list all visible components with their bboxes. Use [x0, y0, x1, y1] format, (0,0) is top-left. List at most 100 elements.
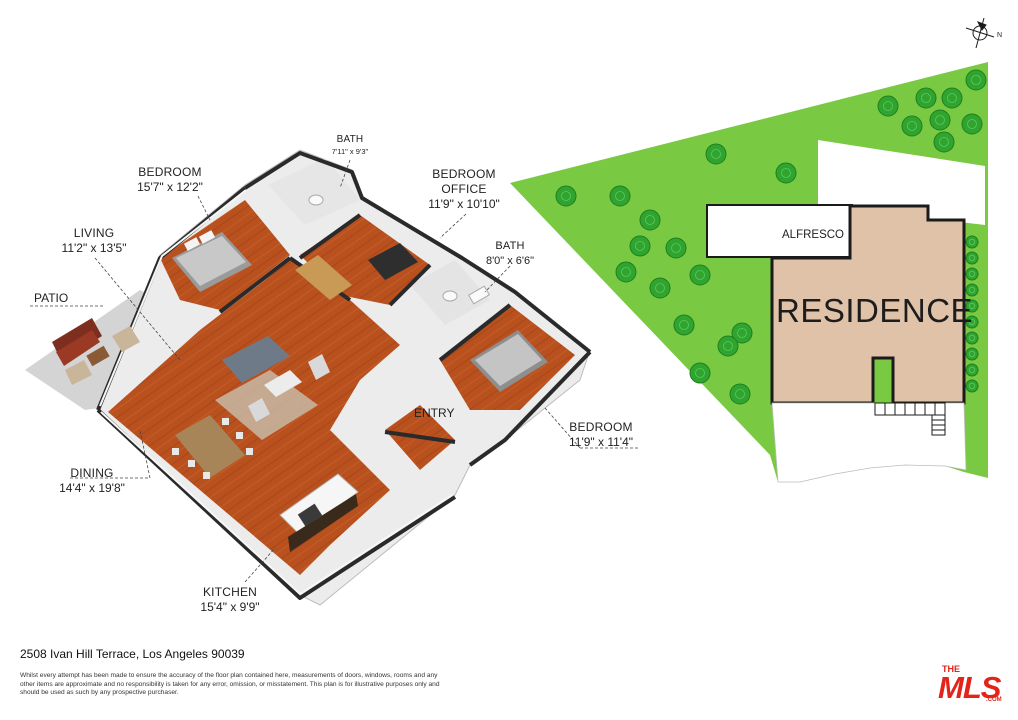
- tree-23-detail: [968, 238, 976, 246]
- tree-28: [965, 315, 979, 329]
- tree-19-detail: [737, 328, 747, 338]
- room-label-kitchen: KITCHEN 15'4" x 9'9": [200, 585, 260, 614]
- room-label-entry: ENTRY: [414, 406, 455, 420]
- mls-logo: THE MLS .COM: [936, 664, 1012, 708]
- tree-18: [673, 314, 695, 336]
- tree-23: [965, 235, 979, 249]
- tree-10-detail: [561, 191, 571, 201]
- tree-29-detail: [968, 334, 976, 342]
- entry-stairs: [874, 402, 946, 436]
- disclaimer-text: Whilst every attempt has been made to en…: [20, 672, 440, 697]
- alfresco-label: ALFRESCO: [782, 229, 844, 241]
- tree-19: [731, 322, 753, 344]
- tree-7: [933, 131, 955, 153]
- tree-5-detail: [935, 115, 945, 125]
- tree-17: [649, 277, 671, 299]
- tree-0-detail: [971, 75, 981, 85]
- tree-7-detail: [939, 137, 949, 147]
- office-desk: [295, 243, 418, 300]
- tree-31-detail: [968, 366, 976, 374]
- tree-30-detail: [968, 350, 976, 358]
- tree-9: [775, 162, 797, 184]
- tree-30: [965, 347, 979, 361]
- kitchen-island: [279, 473, 359, 552]
- trees: [555, 69, 987, 405]
- tree-11-detail: [615, 191, 625, 201]
- tree-15-detail: [695, 270, 705, 280]
- room-label-bedroom-office: BEDROOM OFFICE 11'9" x 10'10": [428, 167, 500, 211]
- front-yard: [771, 402, 967, 483]
- tree-12-detail: [645, 215, 655, 225]
- mls-logo-the: THE: [942, 664, 960, 674]
- tree-15: [689, 264, 711, 286]
- tree-2: [915, 87, 937, 109]
- tree-24: [965, 251, 979, 265]
- room-label-living: LIVING 11'2" x 13'5": [61, 226, 127, 255]
- tree-11: [609, 185, 631, 207]
- tree-16: [615, 261, 637, 283]
- mls-logo-com: .COM: [986, 697, 1002, 703]
- tree-8-detail: [711, 149, 721, 159]
- tree-1: [941, 87, 963, 109]
- room-label-bedroom-2: BEDROOM 11'9" x 11'4": [568, 420, 634, 449]
- tree-32: [965, 379, 979, 393]
- room-label-patio: PATIO: [34, 291, 69, 305]
- tree-14: [629, 235, 651, 257]
- tree-16-detail: [621, 267, 631, 277]
- residence-label: RESIDENCE: [776, 292, 974, 329]
- living-furniture: [215, 336, 330, 440]
- tree-26-detail: [968, 286, 976, 294]
- tree-28-detail: [968, 318, 976, 326]
- property-address: 2508 Ivan Hill Terrace, Los Angeles 9003…: [20, 647, 245, 661]
- tree-27-detail: [968, 302, 976, 310]
- wall-tops: [99, 189, 453, 596]
- bath-1-floor: [268, 158, 360, 225]
- tree-2-detail: [921, 93, 931, 103]
- tree-25-detail: [968, 270, 976, 278]
- room-label-dining: DINING 14'4" x 19'8": [59, 466, 125, 495]
- room-label-bedroom-1: BEDROOM 15'7" x 12'2": [137, 165, 203, 194]
- tree-22-detail: [735, 389, 745, 399]
- tree-4: [901, 115, 923, 137]
- tree-22: [729, 383, 751, 405]
- room-label-bath-2: BATH 8'0" x 6'6": [485, 240, 535, 267]
- tree-18-detail: [679, 320, 689, 330]
- tree-20-detail: [723, 341, 733, 351]
- mls-logo-mls: MLS: [938, 670, 1001, 705]
- tree-1-detail: [947, 93, 957, 103]
- tree-27: [965, 299, 979, 313]
- tree-31: [965, 363, 979, 377]
- north-label: N: [997, 32, 1003, 39]
- bath-fixtures: [308, 194, 490, 305]
- tree-21: [689, 362, 711, 384]
- tree-20: [717, 335, 739, 357]
- tree-12: [639, 209, 661, 231]
- tree-4-detail: [907, 121, 917, 131]
- tree-0: [965, 69, 987, 91]
- label-leaders: [30, 159, 640, 583]
- tree-6: [961, 113, 983, 135]
- tree-3-detail: [883, 101, 893, 111]
- dining-table: [172, 415, 253, 479]
- patio-furniture: [52, 318, 140, 385]
- paved-area: [818, 140, 985, 225]
- tree-32-detail: [968, 382, 976, 390]
- tree-3: [877, 95, 899, 117]
- tree-9-detail: [781, 168, 791, 178]
- bed-1: [172, 230, 252, 292]
- tree-13-detail: [671, 243, 681, 253]
- tree-21-detail: [695, 368, 705, 378]
- tree-24-detail: [968, 254, 976, 262]
- tree-13: [665, 237, 687, 259]
- north-arrow-icon: [965, 17, 995, 49]
- tree-26: [965, 283, 979, 297]
- bed-2: [470, 330, 548, 392]
- tree-8: [705, 143, 727, 165]
- tree-25: [965, 267, 979, 281]
- tree-14-detail: [635, 241, 645, 251]
- tree-6-detail: [967, 119, 977, 129]
- tree-5: [929, 109, 951, 131]
